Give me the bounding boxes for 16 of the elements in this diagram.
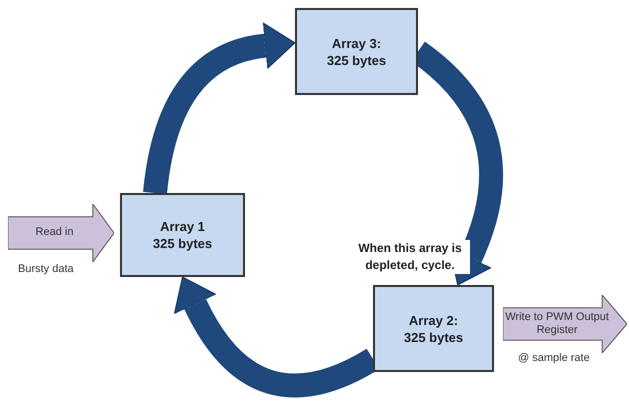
- box-label: 325 bytes: [404, 328, 464, 346]
- block-arrow: [503, 295, 627, 353]
- box-label: Array 3:: [332, 34, 382, 52]
- box-label: Array 2:: [408, 312, 458, 328]
- arrow-label: Read in: [36, 226, 74, 240]
- note-text: Bursty data: [18, 262, 74, 277]
- block-arrow: [8, 204, 114, 262]
- array-box: [295, 8, 418, 95]
- box-label: Array 1: [160, 218, 205, 235]
- arrow-label: Write to PWM Output Register: [505, 310, 610, 337]
- array-box: [373, 285, 494, 372]
- box-label: 325 bytes: [152, 235, 212, 252]
- box-label: 325 bytes: [326, 52, 386, 68]
- curved-arrow: [143, 22, 296, 194]
- array-box: [120, 193, 245, 277]
- note-text: @ sample rate: [518, 351, 590, 366]
